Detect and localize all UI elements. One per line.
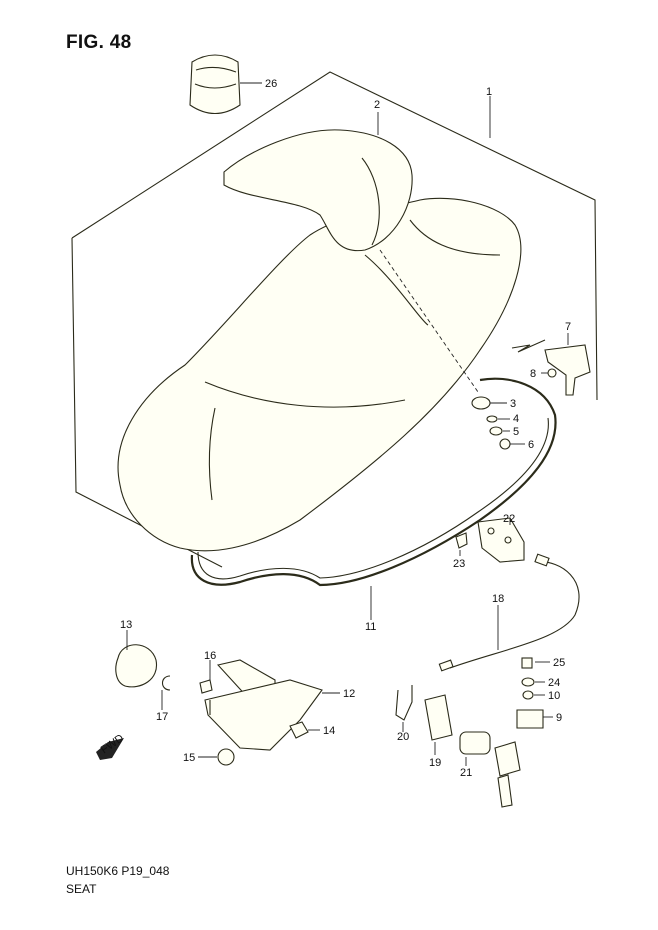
callout-2: 2 bbox=[374, 99, 380, 111]
washer-part-24 bbox=[521, 677, 535, 687]
callout-11: 11 bbox=[365, 621, 376, 633]
callout-19: 19 bbox=[429, 757, 441, 769]
callout-1: 1 bbox=[486, 86, 492, 98]
lock-cover-part bbox=[424, 694, 453, 741]
callout-15: 15 bbox=[183, 752, 195, 764]
figure-title: FIG. 48 bbox=[66, 32, 132, 53]
collar-part bbox=[489, 426, 503, 436]
cable-part bbox=[438, 553, 580, 672]
callout-16: 16 bbox=[204, 650, 216, 662]
key-cylinder-part bbox=[459, 731, 521, 808]
callout-17: 17 bbox=[156, 711, 168, 723]
callout-10: 10 bbox=[548, 690, 560, 702]
rubber-part bbox=[115, 644, 157, 688]
callout-8: 8 bbox=[530, 368, 536, 380]
collar-part-10 bbox=[522, 690, 534, 700]
callout-20: 20 bbox=[397, 731, 409, 743]
cushion-part bbox=[516, 709, 544, 729]
callout-25: 25 bbox=[553, 657, 565, 669]
callout-26: 26 bbox=[265, 78, 277, 90]
callout-5: 5 bbox=[513, 426, 519, 438]
fwd-arrow-icon bbox=[96, 738, 124, 760]
seat-cover-part bbox=[189, 54, 241, 115]
spring-part bbox=[395, 685, 413, 721]
hinge-part bbox=[204, 659, 323, 766]
screw-part bbox=[521, 657, 533, 669]
callout-13: 13 bbox=[120, 619, 132, 631]
callout-9: 9 bbox=[556, 712, 562, 724]
nut-part-8 bbox=[547, 368, 557, 378]
callout-7: 7 bbox=[565, 321, 571, 333]
bolt-part-23 bbox=[455, 532, 468, 549]
seat-rail-part bbox=[190, 377, 557, 587]
callout-18: 18 bbox=[492, 593, 504, 605]
figure-name: SEAT bbox=[66, 882, 97, 896]
bolt-part-16 bbox=[199, 679, 213, 694]
callout-14: 14 bbox=[323, 725, 335, 737]
callout-23: 23 bbox=[453, 558, 465, 570]
backrest-part bbox=[223, 129, 413, 252]
assembly-outline bbox=[71, 71, 598, 401]
nut-part bbox=[499, 438, 511, 450]
seat-part bbox=[117, 197, 522, 552]
leader-lines bbox=[126, 82, 569, 766]
callout-22: 22 bbox=[503, 513, 515, 525]
callout-3: 3 bbox=[510, 398, 516, 410]
seat-lock-part bbox=[477, 517, 525, 563]
bracket-part bbox=[511, 339, 591, 396]
nut-part-14 bbox=[289, 721, 309, 739]
callout-21: 21 bbox=[460, 767, 472, 779]
grommet-part bbox=[471, 396, 491, 410]
callout-6: 6 bbox=[528, 439, 534, 451]
washer-part bbox=[486, 415, 498, 423]
callout-12: 12 bbox=[343, 688, 355, 700]
figure-code: UH150K6 P19_048 bbox=[66, 864, 170, 878]
callout-24: 24 bbox=[548, 677, 560, 689]
callout-4: 4 bbox=[513, 413, 519, 425]
clip-part bbox=[161, 675, 171, 691]
